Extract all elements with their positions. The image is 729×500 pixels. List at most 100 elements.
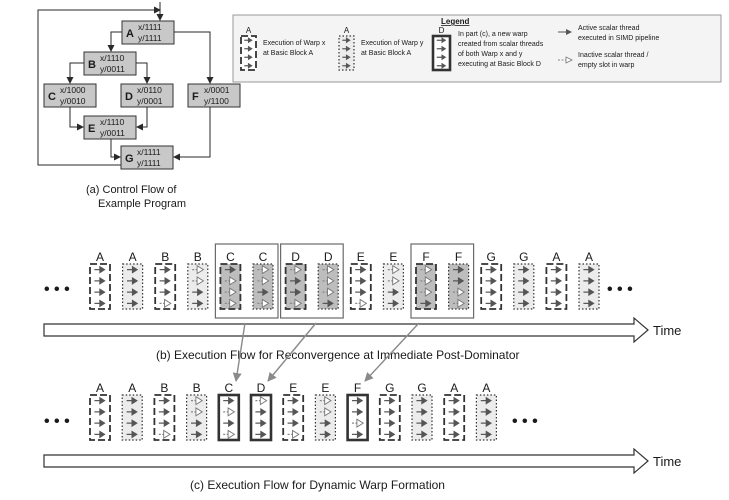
thread-active: [421, 430, 428, 439]
warp-label: A: [585, 250, 593, 264]
thread-active: [99, 407, 106, 416]
thread-active: [164, 288, 171, 297]
thread-active: [345, 62, 351, 69]
thread-inactive: [327, 264, 335, 275]
thread-inactive: [229, 287, 237, 297]
warp-border: [249, 393, 273, 442]
ellipsis-left: • • •: [44, 281, 70, 298]
warp-fill: [187, 264, 208, 309]
thread-active: [425, 299, 432, 308]
legend-new-warp-text: executing at Basic Block D: [458, 61, 541, 68]
thread-active: [260, 407, 267, 416]
warp-x: E: [282, 381, 305, 441]
thread-active: [360, 276, 367, 285]
basic-block-box: [120, 145, 174, 170]
warp-border: [186, 394, 208, 441]
thread-active: [490, 265, 497, 274]
thread-inactive: [195, 407, 204, 417]
thread-inactive: [327, 276, 335, 286]
thread-active: [131, 419, 138, 428]
warp-x: B: [154, 250, 177, 310]
thread-active: [292, 396, 299, 405]
warp-x: D: [284, 250, 307, 310]
warp-x: E: [349, 250, 372, 310]
thread-active: [164, 265, 171, 274]
warp-x: G: [378, 381, 401, 441]
warp-y: E: [382, 250, 404, 310]
warp-label: G: [487, 250, 496, 264]
warp-y: A: [475, 381, 497, 441]
ellipsis-right: • • •: [607, 281, 633, 298]
warp-new: D: [431, 26, 452, 72]
thread-active: [441, 45, 447, 52]
warp-fill: [90, 395, 110, 440]
thread-active: [588, 299, 595, 308]
legend-box: [232, 14, 722, 83]
warp-border: [443, 394, 466, 441]
thread-inactive: [292, 429, 300, 440]
time-arrow-c: [43, 447, 649, 475]
warp-fill: [383, 264, 404, 309]
cfg-edge-b-c: [66, 62, 84, 84]
thread-active: [327, 299, 334, 308]
thread-inactive: [164, 298, 172, 309]
thread-active: [441, 62, 447, 69]
thread-inactive: [424, 276, 433, 286]
warp-border: [240, 35, 257, 71]
thread-inactive: [424, 287, 433, 297]
thread-active: [197, 299, 204, 308]
warp-label: A: [482, 381, 490, 395]
warp-y: G: [411, 381, 433, 441]
legend-new-warp-text: created from scalar threads: [458, 41, 544, 48]
legend-inactive-text: Inactive scalar thread /: [578, 52, 648, 59]
warp-fill: [90, 264, 110, 309]
thread-inactive: [457, 287, 466, 297]
warp-shading: [448, 264, 469, 309]
warp-fill: [122, 264, 143, 309]
thread-inactive: [457, 298, 466, 309]
warp-y: B: [186, 381, 208, 441]
warp-fill: [412, 395, 432, 440]
warp-label: B: [161, 250, 169, 264]
thread-active: [523, 276, 530, 285]
warp-fill: [513, 264, 534, 309]
thread-active: [490, 276, 497, 285]
warp-label: C: [259, 250, 268, 264]
merge-arrow-d: [267, 322, 317, 382]
thread-active: [99, 276, 106, 285]
cfg-edge-f-g: [173, 107, 211, 161]
thread-active: [485, 396, 492, 405]
basic-block-label: D: [125, 91, 133, 103]
thread-active: [588, 288, 595, 297]
warp-fill: [241, 36, 256, 70]
legend-inactive-text: empty slot in warp: [578, 62, 635, 69]
thread-active: [360, 288, 367, 297]
thread-inactive: [359, 298, 368, 309]
warp-border: [153, 394, 176, 441]
thread-active: [441, 54, 447, 61]
thread-active: [163, 396, 170, 405]
flow-c-caption: (c) Execution Flow for Dynamic Warp Form…: [190, 478, 445, 492]
basic-block-box: [43, 83, 97, 108]
warp-border: [217, 393, 241, 442]
warp-y: C: [252, 250, 274, 310]
warp-fill: [444, 395, 465, 440]
block-mask-y: y/1111: [138, 33, 162, 43]
warp-border: [382, 263, 404, 310]
thread-inactive: [163, 429, 171, 440]
block-mask-x: x/1110: [100, 117, 125, 127]
warp-x: A: [240, 26, 257, 71]
thread-active: [555, 276, 562, 285]
thread-active: [260, 430, 267, 439]
thread-active: [131, 396, 138, 405]
thread-active: [356, 407, 364, 416]
cfg-edge-d-e: [136, 107, 148, 131]
warp-label: G: [385, 381, 394, 395]
block-mask-y: y/1100: [204, 96, 229, 106]
warp-fill: [339, 36, 354, 70]
warp-border: [448, 263, 470, 310]
thread-active: [345, 45, 351, 52]
